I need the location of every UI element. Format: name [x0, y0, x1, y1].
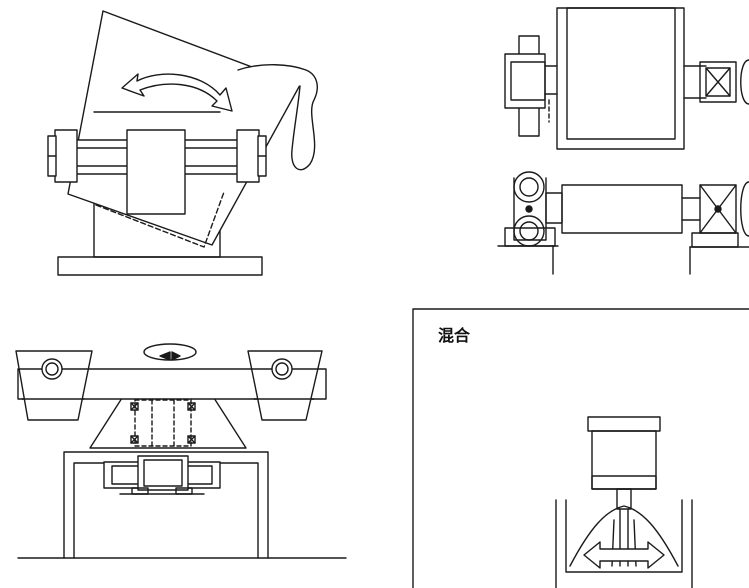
- roller-base: [505, 228, 555, 246]
- drum-outer: [557, 8, 684, 149]
- mixer-motor-cap: [588, 417, 660, 431]
- mixing-panel: [413, 309, 749, 588]
- vessel-rest-outline: [96, 192, 224, 247]
- rotating-mixer-figure: [16, 344, 346, 558]
- right-container: [248, 351, 322, 420]
- roller-upper: [514, 172, 544, 202]
- mixer-motor: [592, 431, 656, 489]
- mixing-panel-frame: [413, 309, 749, 588]
- mixing-vessel: [556, 500, 692, 588]
- mixer-shaft: [617, 489, 631, 509]
- drum-mixer-figure: [498, 8, 749, 274]
- right-bearing: [237, 130, 259, 182]
- trapezoid-mount: [90, 398, 246, 448]
- base-plate: [58, 257, 262, 275]
- rotation-arrow-icon: [144, 344, 196, 360]
- left-container: [16, 351, 92, 420]
- central-hub: [127, 130, 185, 214]
- tilt-arrow-icon: [122, 74, 232, 111]
- tilting-mixer-figure: [48, 11, 317, 275]
- left-bearing: [55, 130, 77, 182]
- mixing-arrow-icon: [584, 542, 664, 568]
- motor-edge: [741, 60, 749, 104]
- bearing-marks: [131, 403, 195, 443]
- mixing-label: 混合: [438, 326, 471, 345]
- drum-body-side: [562, 185, 682, 233]
- impeller-dome: [570, 506, 678, 566]
- support-frame: [64, 452, 268, 558]
- drive-gearbox: [700, 62, 736, 102]
- pouring-stream: [238, 65, 317, 170]
